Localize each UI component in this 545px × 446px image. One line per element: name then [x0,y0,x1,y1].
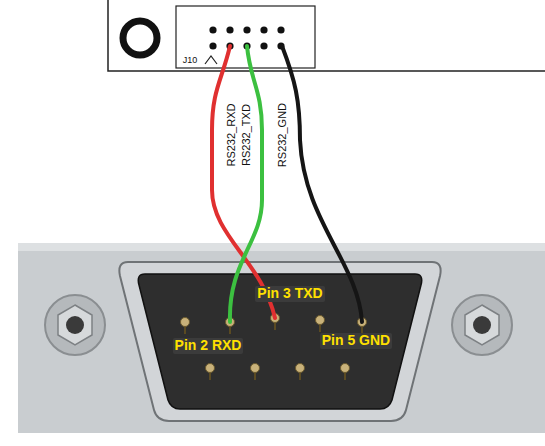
screw [45,295,105,355]
red-wire [212,46,275,318]
signal-name: RS232_TXD [240,103,252,167]
panel-edge [18,243,545,251]
pin1-marker [205,56,217,64]
db9-shell [119,262,440,421]
header-outline [176,6,315,68]
black-wire [282,46,362,322]
mounting-hole [123,21,157,55]
screw [452,295,512,355]
pin-label: Pin 2 RXD [173,338,244,353]
green-wire [230,46,262,322]
pin-label: Pin 3 TXD [255,286,324,301]
pin-label: Pin 5 GND [320,333,392,348]
panel [18,243,545,433]
signal-name: RS232_GND [276,102,288,168]
reference-designator: J10 [183,56,198,66]
pcb-edge [108,0,545,71]
db9-insulator [138,274,422,409]
signal-name: RS232_RXD [225,103,237,168]
